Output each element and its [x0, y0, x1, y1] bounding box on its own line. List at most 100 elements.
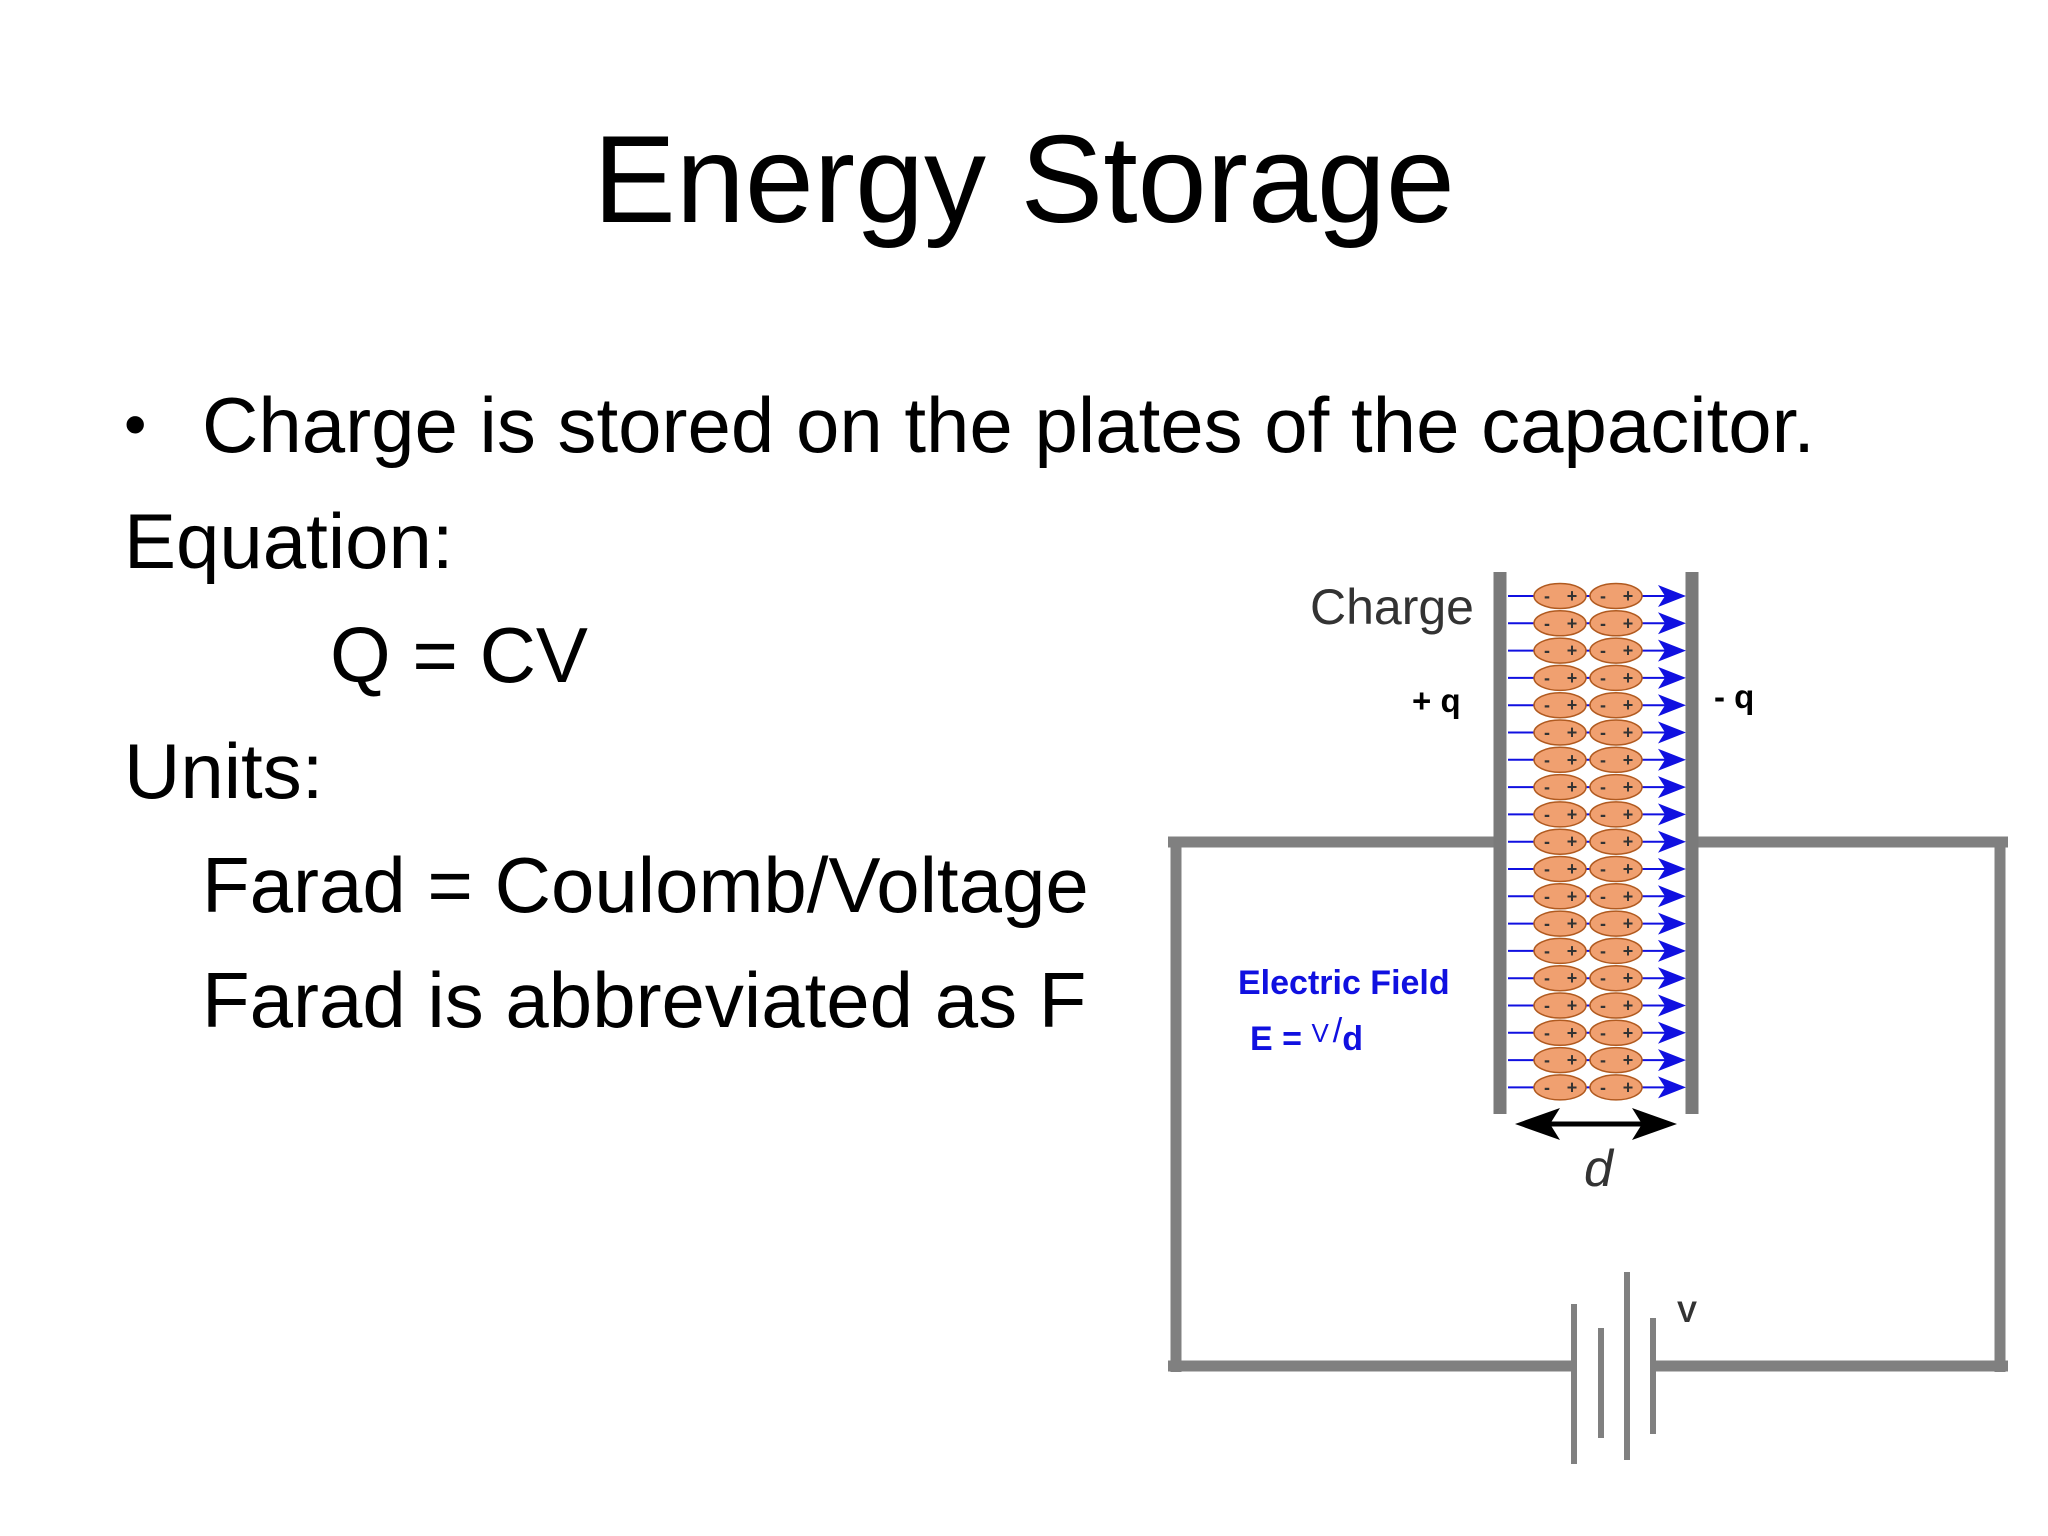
minus-q-label: - q	[1714, 678, 1754, 715]
dipole-body	[1533, 855, 1587, 883]
field-equation: E = V/d	[1250, 1012, 1363, 1058]
dipole-plus: +	[1567, 641, 1578, 661]
dipole-minus: -	[1600, 914, 1606, 934]
dipole-minus: -	[1600, 859, 1606, 879]
dipole: -+	[1589, 582, 1643, 610]
dipole: -+	[1589, 1019, 1643, 1047]
field-arrow-icon	[1658, 1076, 1686, 1099]
dipole: -+	[1533, 1074, 1587, 1101]
field-arrow-icon	[1658, 639, 1686, 662]
dipole-minus: -	[1600, 1050, 1606, 1070]
field-equation-v: V	[1311, 1018, 1329, 1048]
dipole-minus: -	[1544, 859, 1550, 879]
dipole-body	[1589, 828, 1643, 855]
dipole: -+	[1533, 910, 1587, 937]
field-arrow-icon	[1658, 1049, 1686, 1072]
dipole-minus: -	[1544, 832, 1550, 852]
dipole: -+	[1589, 801, 1643, 828]
dipole-body	[1589, 610, 1643, 637]
field-arrow-icon	[1658, 776, 1686, 799]
dipole: -+	[1533, 746, 1587, 774]
field-arrow-icon	[1658, 885, 1686, 908]
dipole-minus: -	[1544, 941, 1550, 961]
dipole-plus: +	[1567, 1023, 1578, 1043]
dipole-plus: +	[1623, 613, 1634, 633]
dipole-plus: +	[1567, 750, 1578, 770]
dipole-plus: +	[1623, 886, 1634, 906]
plus-q-label: + q	[1412, 682, 1461, 719]
unit-abbreviation: Farad is abbreviated as F	[202, 956, 1087, 1044]
dipole: -+	[1589, 664, 1643, 692]
dipole-minus: -	[1544, 1023, 1550, 1043]
dipole-minus: -	[1544, 641, 1550, 661]
dipole-minus: -	[1600, 695, 1606, 715]
dipole-plus: +	[1623, 695, 1634, 715]
distance-label: d	[1584, 1140, 1615, 1198]
dipole-minus: -	[1600, 832, 1606, 852]
dipole-body	[1533, 937, 1587, 965]
field-arrow-icon	[1658, 803, 1686, 826]
dipole-plus: +	[1623, 968, 1634, 988]
dielectric-dipoles: -+-+-+-+-+-+-+-+-+-+-+-+-+-+-+-+-+-+-+-+…	[1533, 582, 1643, 1101]
dipole-plus: +	[1623, 668, 1634, 688]
dipole-body	[1589, 992, 1643, 1019]
dipole-plus: +	[1623, 1077, 1634, 1097]
dipole-minus: -	[1544, 968, 1550, 988]
dipole-plus: +	[1623, 996, 1634, 1016]
dipole-plus: +	[1567, 1077, 1578, 1097]
field-arrow-icon	[1658, 1021, 1686, 1044]
dipole: -+	[1589, 883, 1643, 910]
dipole: -+	[1533, 773, 1587, 801]
equation-label: Equation:	[124, 497, 454, 585]
dipole-minus: -	[1544, 695, 1550, 715]
dipole: -+	[1589, 992, 1643, 1019]
dipole-body	[1533, 719, 1587, 746]
dipole-plus: +	[1567, 832, 1578, 852]
dipole-minus: -	[1600, 804, 1606, 824]
dipole-body	[1533, 664, 1587, 692]
dipole-body	[1589, 937, 1643, 965]
dipole-minus: -	[1600, 777, 1606, 797]
field-arrow-icon	[1658, 666, 1686, 689]
dipole-body	[1533, 637, 1587, 664]
dipole-body	[1533, 610, 1587, 637]
dipole-minus: -	[1544, 886, 1550, 906]
bullet-dot-icon: •	[124, 388, 147, 460]
dipole: -+	[1533, 691, 1587, 719]
dipole-body	[1533, 691, 1587, 719]
dipole-minus: -	[1600, 886, 1606, 906]
dipole-plus: +	[1623, 750, 1634, 770]
dipole-minus: -	[1544, 777, 1550, 797]
dipole: -+	[1589, 746, 1643, 774]
dipole-body	[1589, 719, 1643, 746]
dipole: -+	[1589, 855, 1643, 883]
dipole-body	[1589, 582, 1643, 610]
dipole-plus: +	[1567, 996, 1578, 1016]
dipole-plus: +	[1623, 641, 1634, 661]
dipole-plus: +	[1567, 723, 1578, 743]
dipole-minus: -	[1600, 723, 1606, 743]
field-arrow-icon	[1658, 967, 1686, 990]
dipole: -+	[1589, 610, 1643, 637]
dipole-plus: +	[1623, 777, 1634, 797]
dipole-body	[1589, 1074, 1643, 1101]
dipole-plus: +	[1623, 1050, 1634, 1070]
dipole: -+	[1589, 828, 1643, 855]
slide-title: Energy Storage	[593, 111, 1455, 249]
dipole-plus: +	[1567, 586, 1578, 606]
dipole: -+	[1533, 855, 1587, 883]
dipole-minus: -	[1544, 613, 1550, 633]
field-arrow-icon	[1658, 694, 1686, 717]
dipole-minus: -	[1544, 668, 1550, 688]
dipole-body	[1589, 746, 1643, 774]
dipole: -+	[1533, 964, 1587, 992]
dipole: -+	[1533, 883, 1587, 910]
dipole-minus: -	[1544, 1050, 1550, 1070]
dipole: -+	[1589, 773, 1643, 801]
dipole-plus: +	[1623, 832, 1634, 852]
electric-field-label: Electric Field	[1238, 964, 1450, 1002]
dipole-body	[1533, 746, 1587, 774]
voltage-label: V	[1677, 1296, 1697, 1329]
dipole-plus: +	[1623, 586, 1634, 606]
field-arrow-icon	[1658, 721, 1686, 744]
